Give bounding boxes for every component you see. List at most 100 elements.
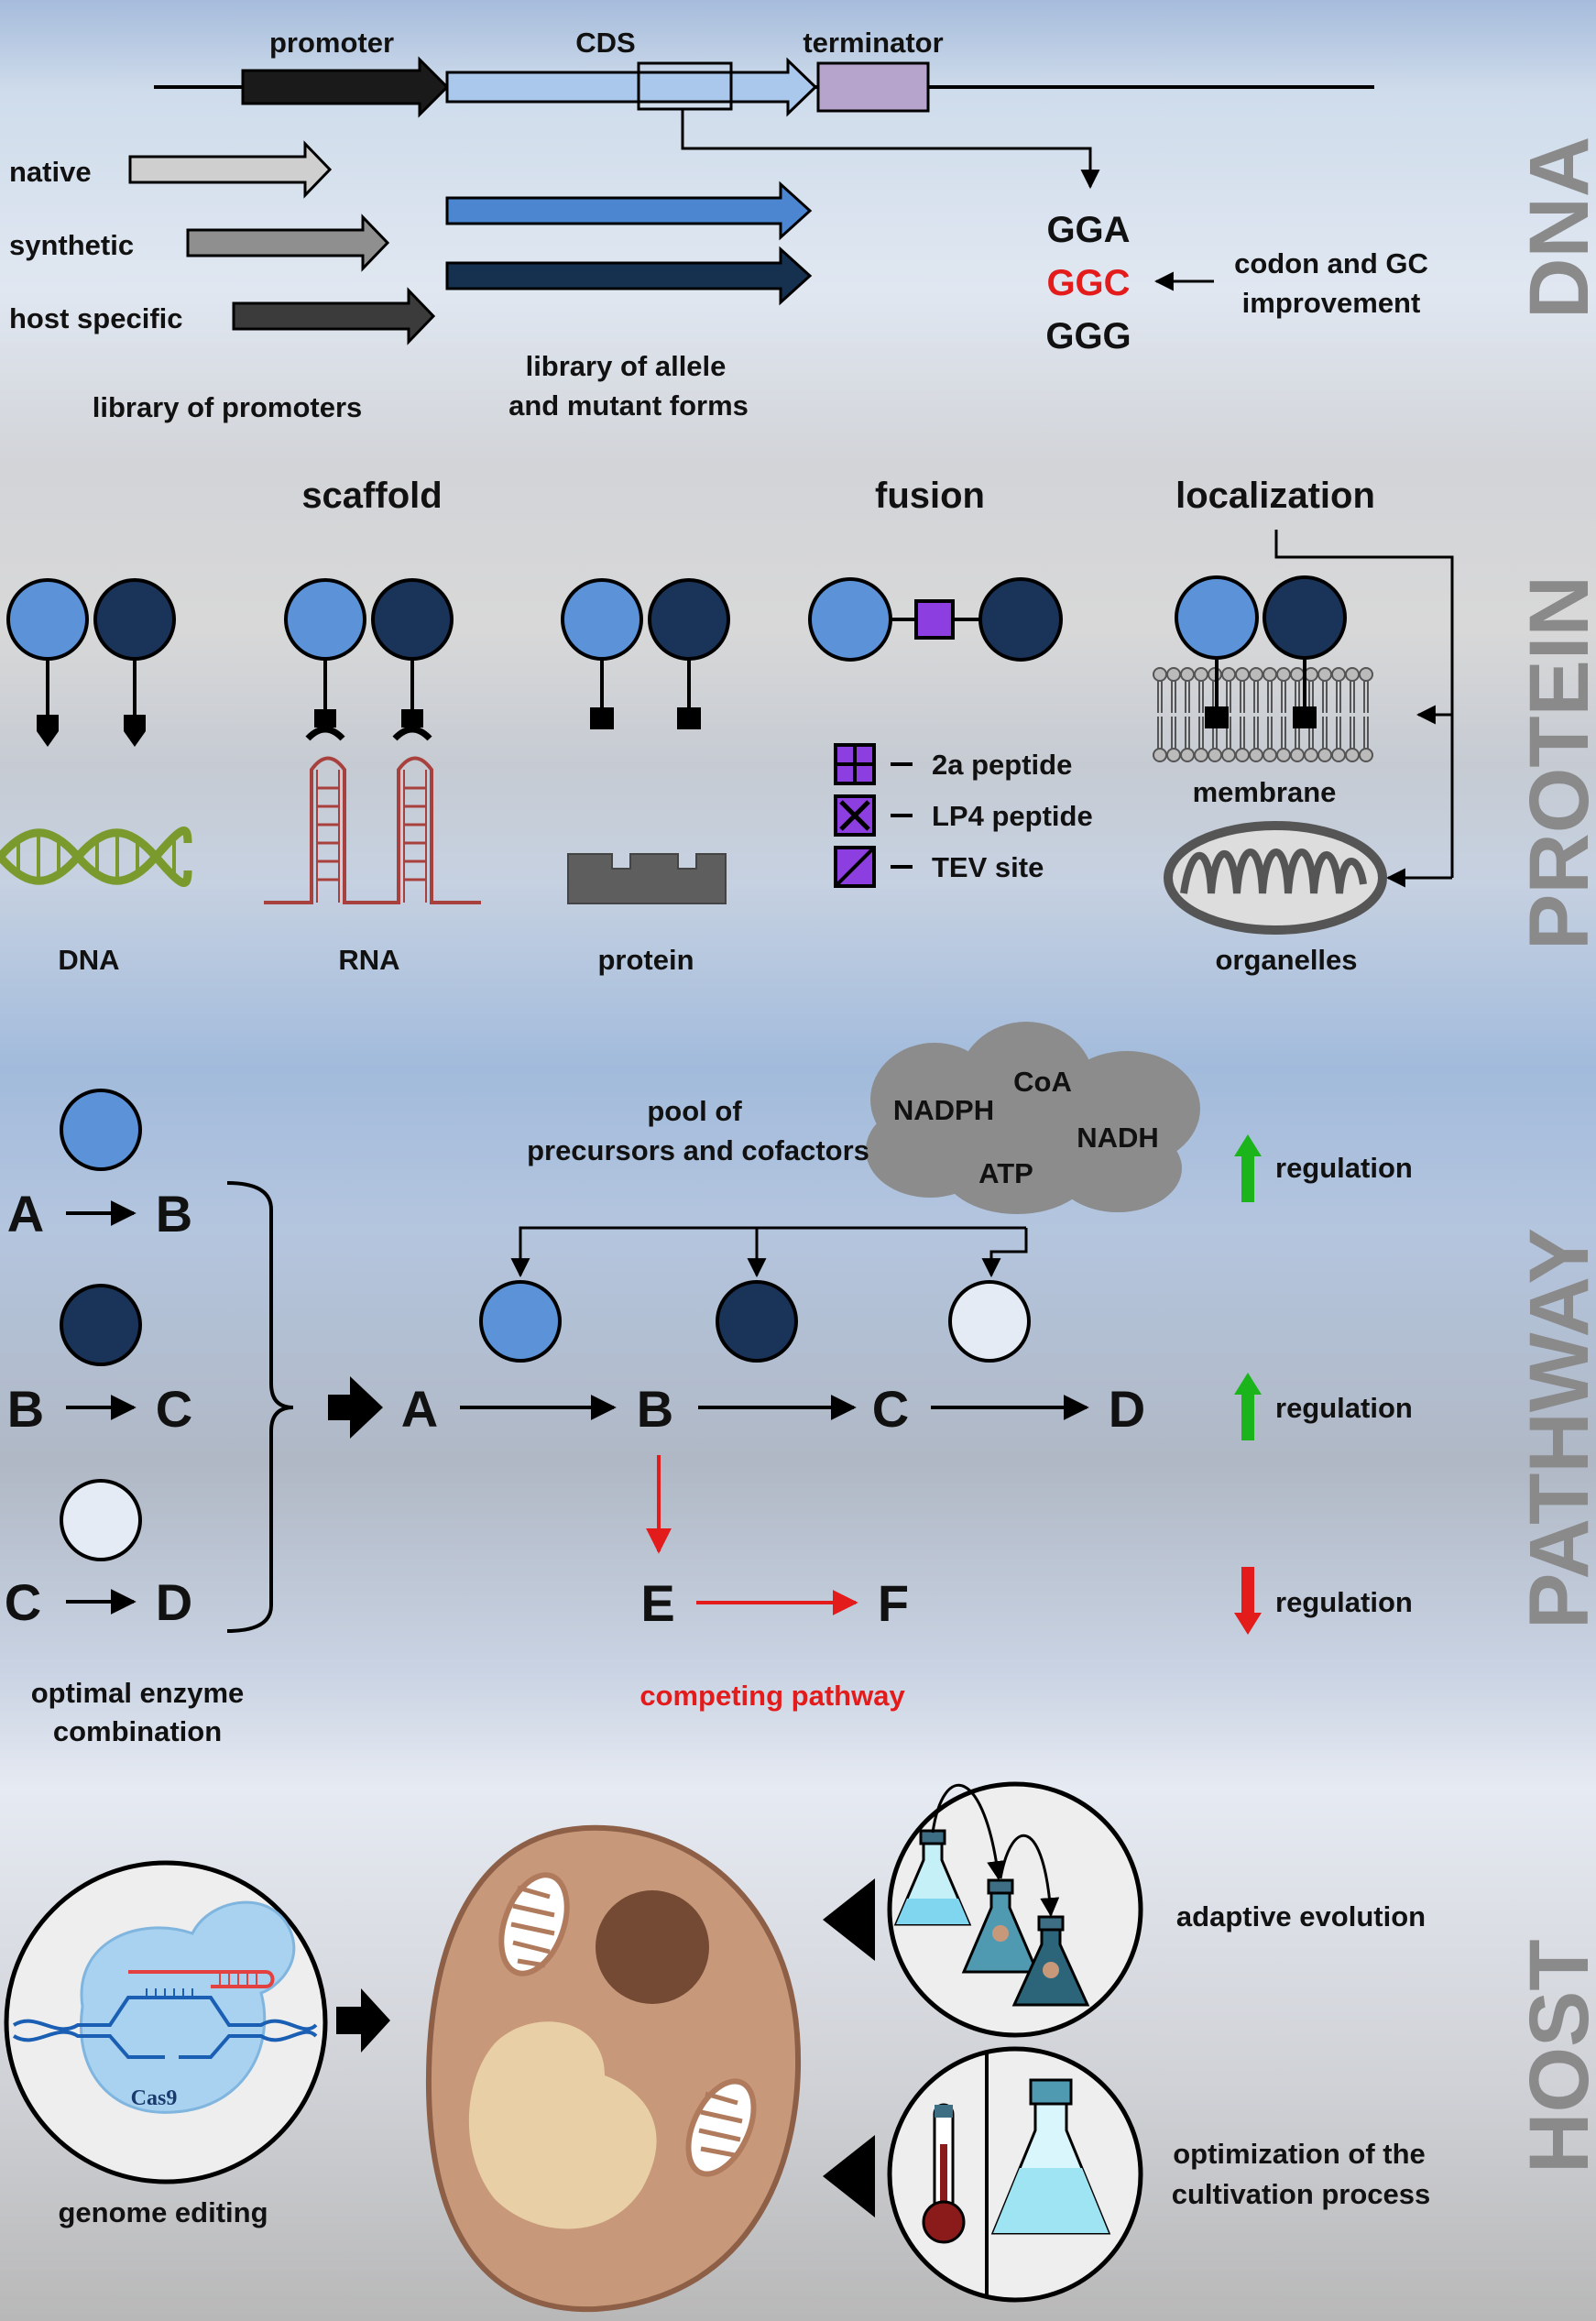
enzyme-library: A B B C C D optimal enzyme combination: [5, 1089, 294, 1747]
cofactor-distribution: [510, 1226, 1026, 1278]
native-label: native: [9, 156, 92, 188]
cofactor-nadph: NADPH: [893, 1094, 994, 1126]
adaptive-evolution-circle: [887, 1781, 1143, 2038]
host-promoter-arrow: [232, 287, 436, 345]
codon-box: [637, 61, 733, 111]
library-allele-label-2: and mutant forms: [508, 389, 749, 422]
regulation-down: regulation: [1234, 1567, 1413, 1635]
codon-ggc: GGC: [1046, 263, 1130, 303]
pathway-section: PATHWAY A B B C C D optimal enzyme combi…: [5, 1022, 1596, 1747]
flask-icon: [990, 2078, 1111, 2235]
protein-section: PROTEIN scaffold fusion localization: [0, 476, 1596, 976]
metabolite-d: D: [1109, 1380, 1145, 1438]
dna-helix-icon: [0, 827, 192, 887]
enzyme-light: [561, 578, 643, 661]
rna-label: RNA: [338, 944, 399, 976]
metabolite-c: C: [872, 1380, 909, 1438]
enzyme-pale: [948, 1280, 1031, 1363]
legend-tev-site: TEV site: [834, 846, 1044, 888]
codon-improve-label-2: improvement: [1242, 287, 1421, 319]
promoter-arrow: [241, 56, 450, 118]
native-promoter-arrow: [128, 140, 333, 199]
combine-arrow: [328, 1376, 383, 1439]
dna-label: DNA: [58, 944, 119, 976]
target-dna-icon: [12, 1996, 318, 2031]
fusion-construct: [808, 577, 1063, 662]
cofactor-atp: ATP: [978, 1157, 1033, 1189]
enzyme-dark: [716, 1280, 798, 1363]
editing-to-cell-arrow: [336, 1988, 390, 2053]
adaptive-evolution-label: adaptive evolution: [1176, 1900, 1426, 1932]
dna-section: DNA promoter CDS terminator native synth…: [9, 27, 1596, 423]
legend-tev-label: TEV site: [932, 851, 1044, 883]
library-allele-label-1: library of allele: [526, 350, 727, 382]
enzyme-light: [6, 578, 89, 661]
protein-label: protein: [597, 944, 694, 976]
enzyme-pale: [60, 1479, 142, 1561]
terminator-label: terminator: [803, 27, 943, 59]
rna-scaffold: RNA: [264, 578, 481, 976]
enzyme-light: [60, 1089, 142, 1171]
rna-hairpin-icon: [264, 756, 481, 904]
localization-connector: [1274, 530, 1454, 878]
cultivation-circle: [887, 2046, 1143, 2303]
cultivation-to-cell-arrow: [823, 2135, 875, 2217]
cofactor-nadh: NADH: [1077, 1122, 1159, 1154]
mitochondrion-icon: [1164, 821, 1387, 935]
flask-icon: [893, 1829, 972, 1926]
enzyme-dark: [978, 577, 1063, 662]
protein-section-label: PROTEIN: [1513, 575, 1596, 950]
host-section-label: HOST: [1513, 1939, 1596, 2173]
competing-pathway-label: competing pathway: [639, 1680, 905, 1712]
cds-label: CDS: [575, 27, 635, 59]
scaffold-header: scaffold: [301, 476, 442, 516]
terminator-box: [816, 61, 930, 113]
regulation-up-1: regulation: [1234, 1134, 1413, 1202]
library-brace: [226, 1181, 294, 1633]
metabolite-a: A: [401, 1380, 438, 1438]
pool-label-1: pool of: [647, 1095, 742, 1127]
codon-ggg: GGG: [1045, 316, 1131, 356]
enzyme-light: [808, 577, 892, 662]
enzyme-dark: [1263, 575, 1347, 660]
mitochondrion-icon: [498, 1872, 570, 1976]
dna-binding-tag: [124, 715, 146, 747]
protein-scaffold: protein: [561, 578, 730, 976]
reaction-1-from: A: [7, 1185, 44, 1243]
evolution-to-cell-arrow: [823, 1878, 875, 1961]
reaction-3-from: C: [5, 1573, 41, 1631]
enzyme-dark: [371, 578, 454, 661]
cofactor-coa: CoA: [1013, 1066, 1072, 1098]
cds-arrow: [445, 57, 818, 117]
legend-2a-label: 2a peptide: [932, 749, 1072, 781]
localization-group: membrane organelles: [1153, 530, 1454, 976]
vacuole-icon: [468, 2021, 657, 2229]
host-specific-label: host specific: [9, 302, 183, 334]
protein-scaffold-icon: [567, 853, 727, 904]
pathway-section-label: PATHWAY: [1513, 1228, 1596, 1629]
legend-lp4-peptide: LP4 peptide: [834, 794, 1093, 837]
organelles-label: organelles: [1215, 944, 1357, 976]
enzyme-light: [284, 578, 366, 661]
library-promoters-label: library of promoters: [93, 391, 363, 423]
dna-scaffold: DNA: [0, 578, 192, 976]
allele-arrow-2: [445, 246, 813, 306]
allele-arrow-1: [445, 181, 813, 241]
dna-binding-tag: [37, 715, 59, 747]
membrane-label: membrane: [1193, 776, 1337, 808]
codon-gga: GGA: [1046, 210, 1130, 250]
regulation-label-2: regulation: [1275, 1392, 1413, 1424]
optimal-combination-label-1: optimal enzyme: [31, 1677, 245, 1709]
genome-editing-label: genome editing: [58, 2196, 268, 2228]
nucleus-icon: [596, 1890, 709, 2004]
codon-connector: [681, 109, 1100, 190]
promoter-label: promoter: [269, 27, 394, 59]
enzyme-dark: [60, 1284, 142, 1366]
metabolite-b: B: [637, 1380, 673, 1438]
thermometer-icon: [922, 2103, 966, 2244]
legend-2a-peptide: 2a peptide: [834, 743, 1072, 785]
metabolite-e: E: [640, 1574, 674, 1632]
host-section: HOST Cas9 genome editing: [4, 1781, 1596, 2313]
cultivation-label-1: optimization of the: [1173, 2138, 1426, 2170]
codon-improve-label-1: codon and GC: [1234, 247, 1428, 279]
